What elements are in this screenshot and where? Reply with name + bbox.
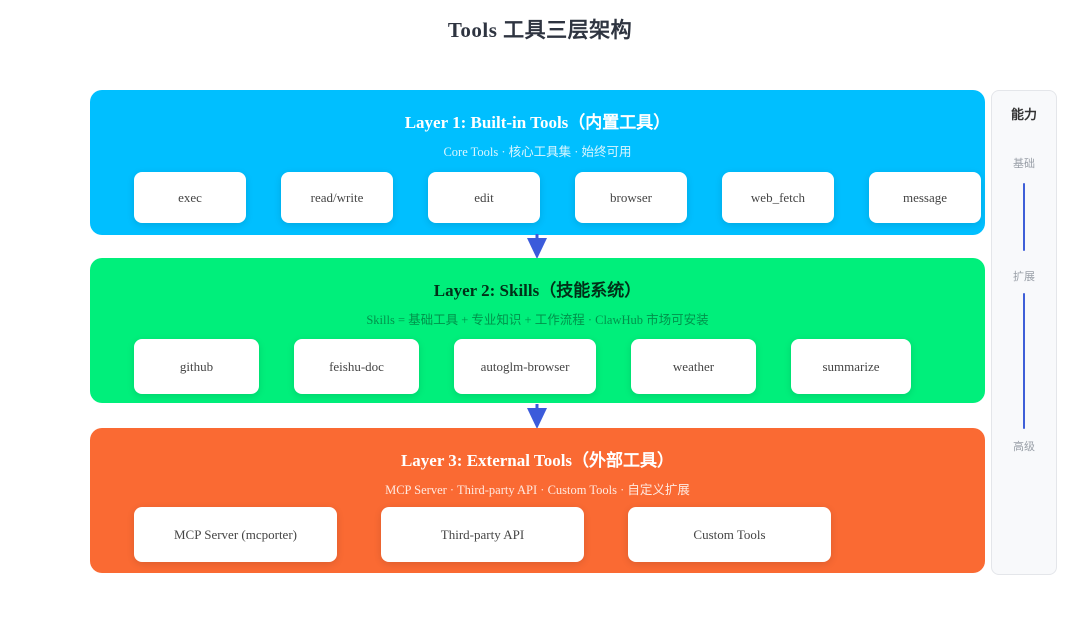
tool-box-github: github xyxy=(134,339,259,394)
tool-box-summarize: summarize xyxy=(791,339,911,394)
layer-1-builtin-tools-panel: Layer 1: Built-in Tools（内置工具） Core Tools… xyxy=(90,90,985,235)
tool-box-autoglm-browser: autoglm-browser xyxy=(454,339,596,394)
capability-level-advanced: 高级 xyxy=(1013,441,1035,453)
tool-box-custom-tools: Custom Tools xyxy=(628,507,831,562)
down-arrow-icon xyxy=(526,404,548,429)
capability-level-extended: 扩展 xyxy=(1013,271,1035,283)
capability-panel: 能力 基础 扩展 高级 xyxy=(991,90,1057,575)
tool-box-web-fetch: web_fetch xyxy=(722,172,834,223)
layer-3-title: Layer 3: External Tools（外部工具） xyxy=(400,451,675,470)
layer-2-title: Layer 2: Skills（技能系统） xyxy=(433,281,642,300)
layer-2-tools-row: github feishu-doc autoglm-browser weathe… xyxy=(134,339,911,394)
page-title: Tools 工具三层架构 xyxy=(447,18,633,42)
tool-box-third-party-api: Third-party API xyxy=(381,507,584,562)
tool-box-mcp-server: MCP Server (mcporter) xyxy=(134,507,337,562)
tool-box-message: message xyxy=(869,172,981,223)
layer-1-subtitle: Core Tools · 核心工具集 · 始终可用 xyxy=(443,145,632,159)
layer-3-subtitle: MCP Server · Third-party API · Custom To… xyxy=(385,483,690,497)
tool-box-feishu-doc: feishu-doc xyxy=(294,339,419,394)
capability-axis-line xyxy=(1023,293,1025,429)
capability-panel-title: 能力 xyxy=(1010,107,1037,122)
layer-2-subtitle: Skills = 基础工具 + 专业知识 + 工作流程 · ClawHub 市场… xyxy=(366,313,709,327)
tool-box-browser: browser xyxy=(575,172,687,223)
tool-box-weather: weather xyxy=(631,339,756,394)
capability-level-basic: 基础 xyxy=(1013,158,1035,170)
layer-1-title: Layer 1: Built-in Tools（内置工具） xyxy=(404,113,671,132)
layer-3-tools-row: MCP Server (mcporter) Third-party API Cu… xyxy=(134,507,831,562)
tool-box-exec: exec xyxy=(134,172,246,223)
layer-3-external-tools-panel: Layer 3: External Tools（外部工具） MCP Server… xyxy=(90,428,985,573)
tool-box-read-write: read/write xyxy=(281,172,393,223)
capability-axis-line xyxy=(1023,183,1025,251)
layer-1-tools-row: exec read/write edit browser web_fetch m… xyxy=(134,172,981,223)
tool-box-edit: edit xyxy=(428,172,540,223)
layer-2-skills-panel: Layer 2: Skills（技能系统） Skills = 基础工具 + 专业… xyxy=(90,258,985,403)
down-arrow-icon xyxy=(526,234,548,259)
